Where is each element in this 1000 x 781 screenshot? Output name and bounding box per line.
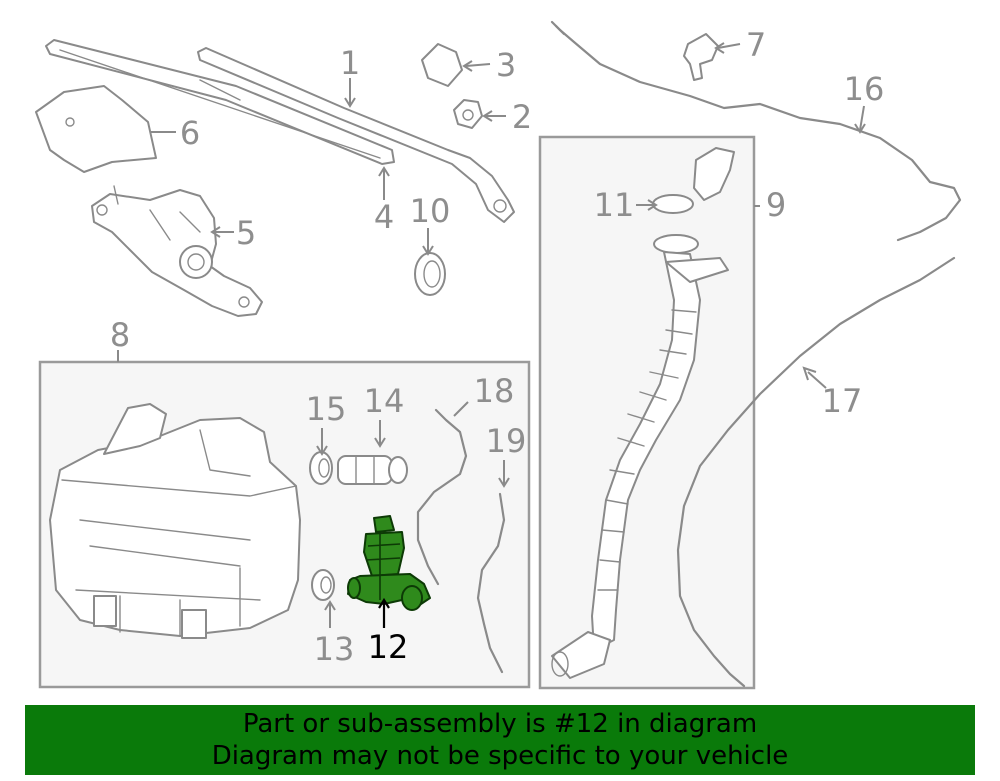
part-6-cowl-cover <box>35 85 157 173</box>
callout-16: 16 <box>844 70 885 108</box>
part-13-grommet <box>311 569 335 601</box>
callout-5: 5 <box>236 214 256 252</box>
callout-4: 4 <box>374 198 394 236</box>
part-15-grommet <box>309 451 333 485</box>
part-11-seal <box>652 194 694 214</box>
part-19-hose <box>476 492 506 674</box>
part-info-banner: Part or sub-assembly is #12 in diagram D… <box>25 705 975 775</box>
callout-9: 9 <box>766 186 786 224</box>
part-14-level-sensor <box>337 455 408 485</box>
banner-line-1: Part or sub-assembly is #12 in diagram <box>242 709 758 739</box>
callout-18: 18 <box>474 372 515 410</box>
part-5-wiper-motor <box>91 185 263 317</box>
callout-12: 12 <box>368 628 409 666</box>
part-16-washer-hose <box>550 20 962 242</box>
callout-15: 15 <box>306 390 347 428</box>
part-10-grommet <box>414 252 446 296</box>
banner-line-2: Diagram may not be specific to your vehi… <box>211 741 789 771</box>
callout-19: 19 <box>486 422 527 460</box>
part-12-washer-pump <box>347 515 431 611</box>
callout-1: 1 <box>340 44 360 82</box>
part-7-washer-nozzle <box>683 33 719 81</box>
part-8-washer-reservoir <box>49 403 301 639</box>
part-9-filler-neck <box>551 147 735 679</box>
callout-3: 3 <box>496 46 516 84</box>
callout-7: 7 <box>746 26 766 64</box>
callout-2: 2 <box>512 98 532 136</box>
part-2-nut <box>453 99 483 129</box>
callout-17: 17 <box>822 382 863 420</box>
callout-6: 6 <box>180 114 200 152</box>
part-18-hose <box>416 408 468 586</box>
callout-8: 8 <box>110 316 130 354</box>
part-3-nut-cap <box>421 43 463 87</box>
callout-14: 14 <box>364 382 405 420</box>
callout-13: 13 <box>314 630 355 668</box>
callout-10: 10 <box>410 192 451 230</box>
part-17-washer-hose <box>676 256 956 688</box>
part-1-wiper-arm <box>197 47 515 223</box>
callout-11: 11 <box>594 186 635 224</box>
